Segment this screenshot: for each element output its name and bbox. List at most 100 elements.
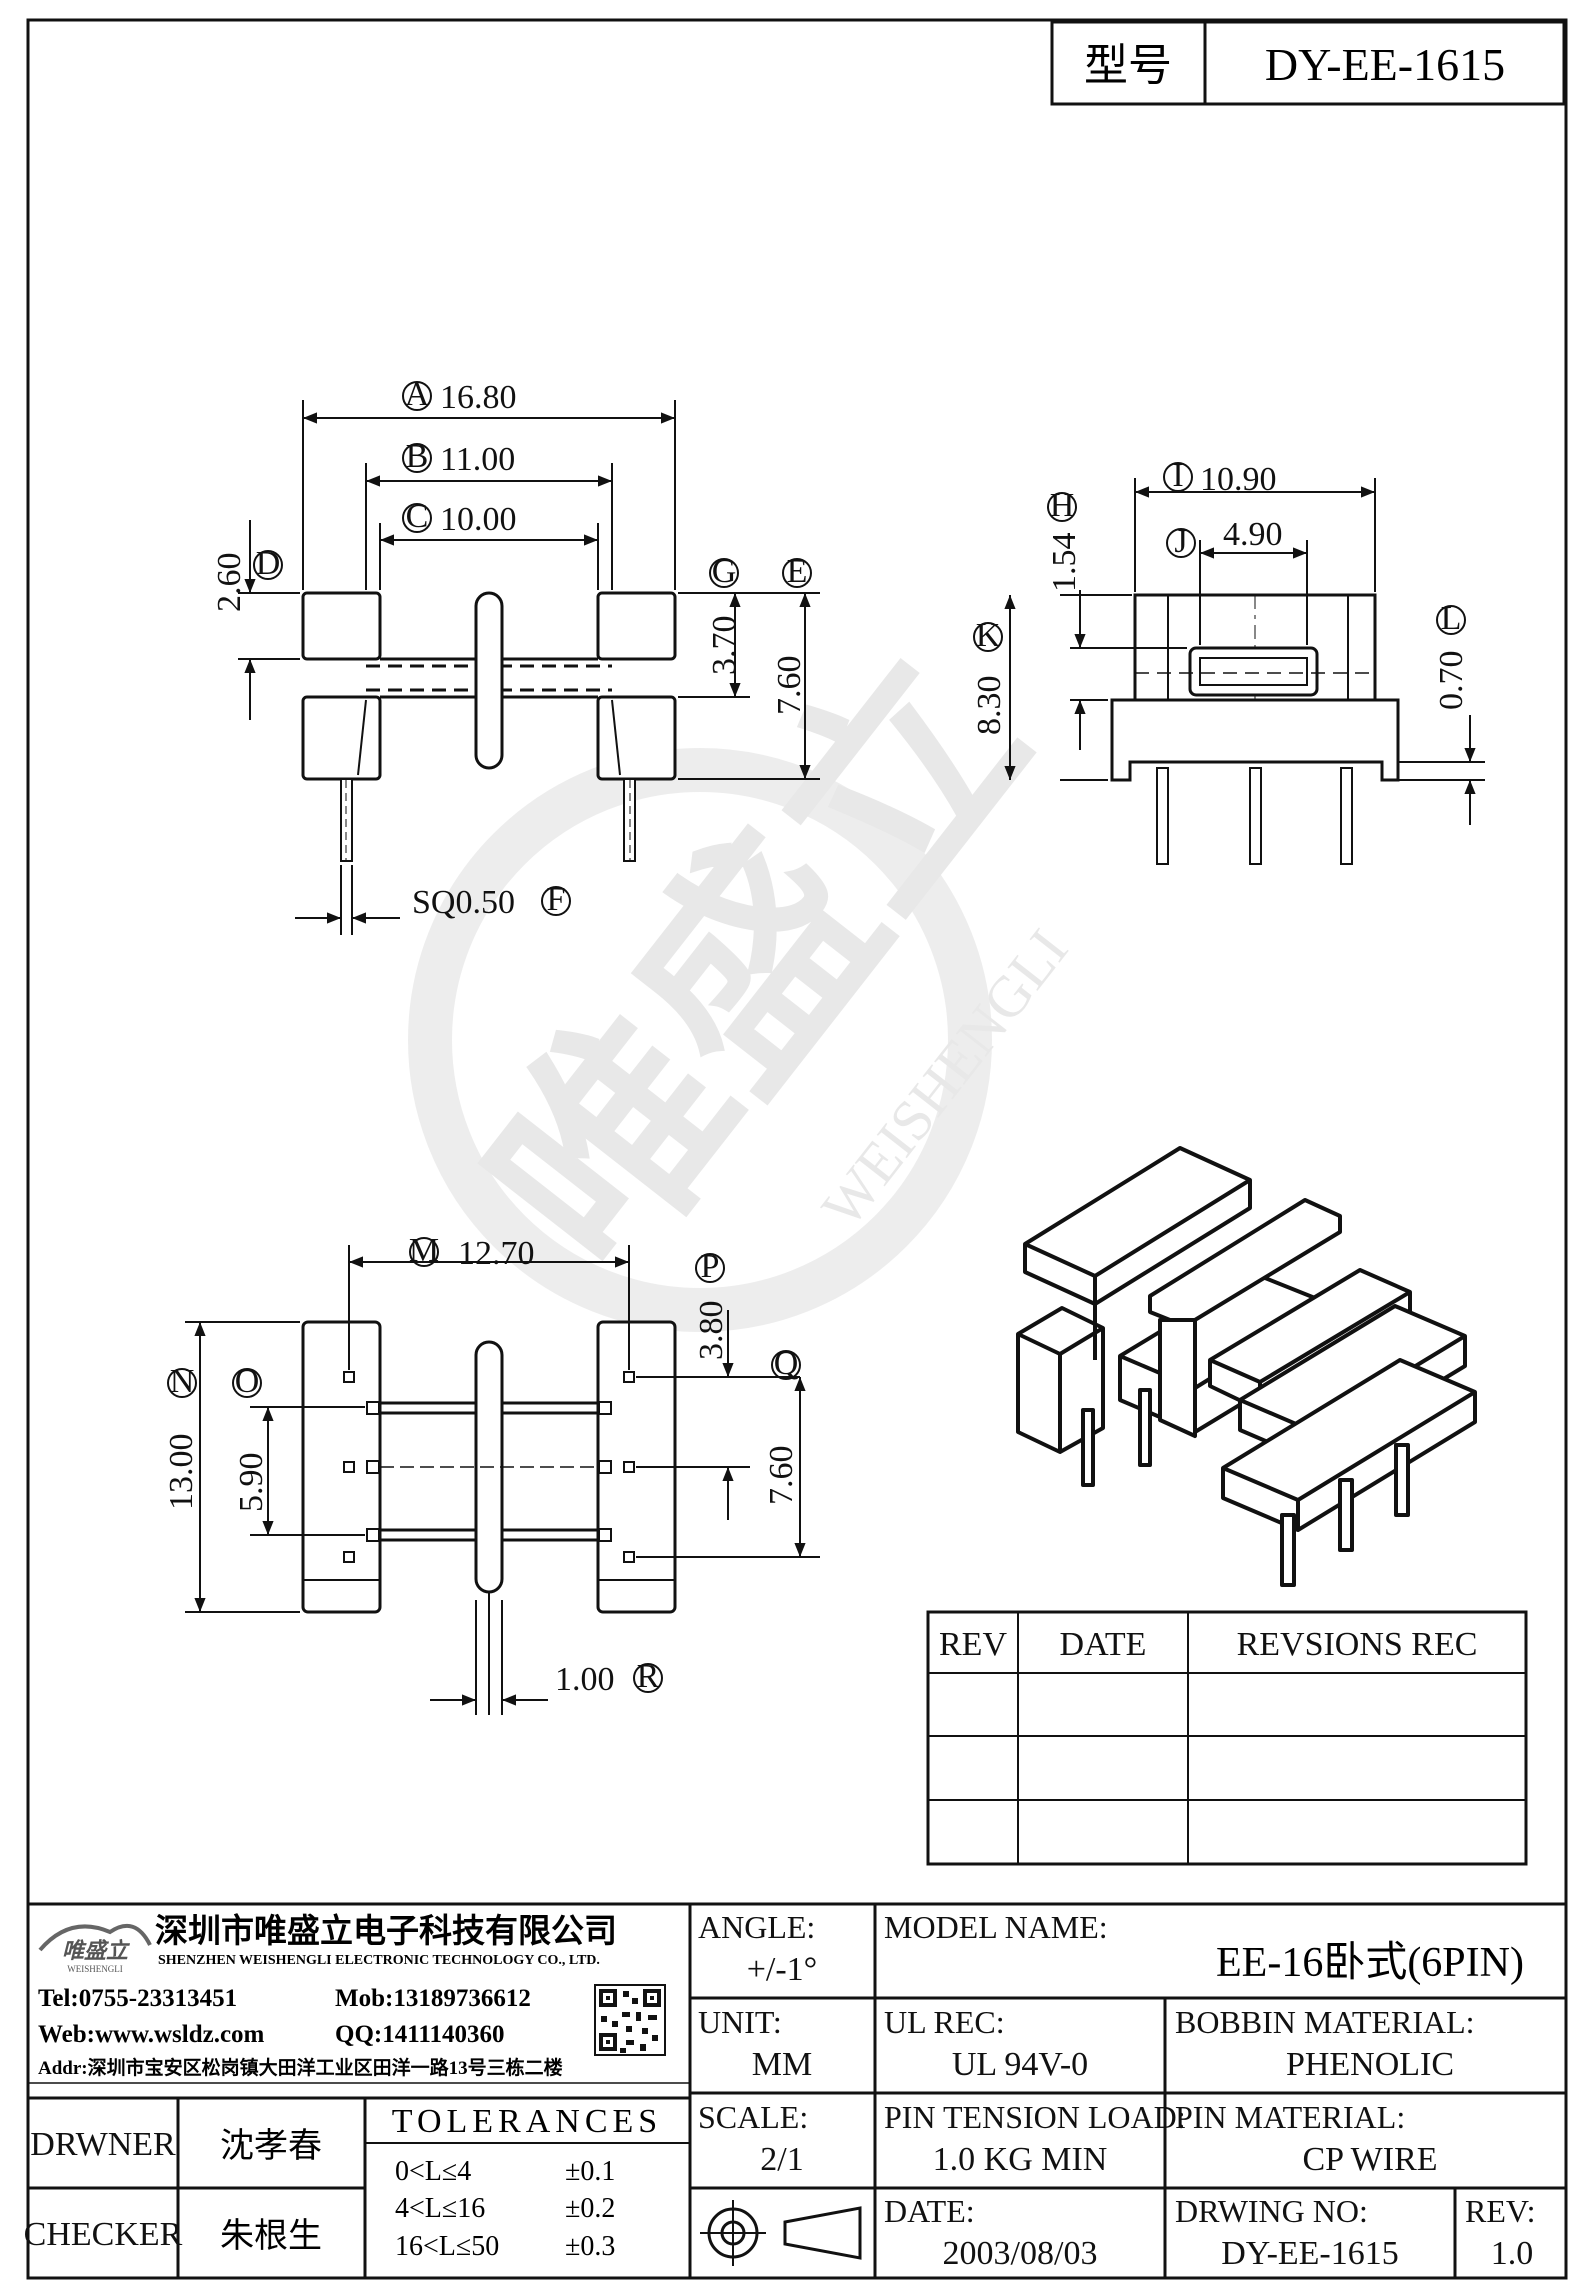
company-tel: Tel:0755-23313451 xyxy=(38,1985,237,2012)
dim-k-value: 8.30 xyxy=(971,676,1008,736)
rev-header-rev: REV xyxy=(939,1626,1007,1663)
tol-range-1: 0<L≤4 xyxy=(395,2156,471,2187)
bobbin-value: PHENOLIC xyxy=(1286,2046,1454,2083)
rev-header-rec: REVSIONS REC xyxy=(1237,1626,1478,1663)
isometric-view xyxy=(1016,1146,1477,1587)
dim-o-value: 5.90 xyxy=(233,1453,270,1513)
dim-l-letter: L xyxy=(1441,600,1462,637)
company-qq: QQ:1411140360 xyxy=(335,2021,504,2048)
sheet-border xyxy=(26,18,1568,2280)
qr-code xyxy=(594,1984,666,2056)
rev-header-date: DATE xyxy=(1060,1626,1147,1663)
angle-unit-scale: ANGLE: +/-1° UNIT: MM SCALE: 2/1 xyxy=(698,1909,862,2266)
dim-b-value: 11.00 xyxy=(440,441,515,478)
projection-symbol xyxy=(700,2200,862,2266)
side-view-dimensions xyxy=(1004,478,1485,825)
model-fields: MODEL NAME: EE-16卧式(6PIN) UL REC: UL 94V… xyxy=(884,1909,1536,2272)
company-name-en: SHENZHEN WEISHENGLI ELECTRONIC TECHNOLOG… xyxy=(158,1953,600,1968)
checker-label: CHECKER xyxy=(24,2216,183,2253)
dim-h-letter: H xyxy=(1050,487,1075,524)
dim-n-letter: N xyxy=(170,1363,195,1400)
bobbin-label: BOBBIN MATERIAL: xyxy=(1175,2004,1475,2040)
dim-b-letter: B xyxy=(406,438,429,475)
dim-c-letter: C xyxy=(406,498,429,535)
company-addr: Addr:深圳市宝安区松岗镇大田洋工业区田洋一路13号三栋二楼 xyxy=(38,2056,563,2079)
pin-tension-value: 1.0 KG MIN xyxy=(933,2141,1108,2178)
company-logo-sub: WEISHENGLI xyxy=(67,1964,123,1974)
pin-material-value: CP WIRE xyxy=(1302,2141,1437,2178)
dim-a-value: 16.80 xyxy=(440,379,517,416)
angle-value: +/-1° xyxy=(747,1951,818,1988)
bottom-view-labels: M 12.70 N 13.00 O 5.90 P 3.80 Q 7.60 1.0… xyxy=(163,1232,801,1698)
ul-value: UL 94V-0 xyxy=(952,2046,1088,2083)
company-block: 唯盛立 WEISHENGLI 深圳市唯盛立电子科技有限公司 SHENZHEN W… xyxy=(38,1912,666,2079)
unit-label: UNIT: xyxy=(698,2004,782,2040)
date-label: DATE: xyxy=(884,2193,975,2229)
side-view xyxy=(1110,593,1400,865)
scale-label: SCALE: xyxy=(698,2099,808,2135)
dim-g-letter: G xyxy=(712,553,737,590)
angle-label: ANGLE: xyxy=(698,1909,815,1945)
front-view xyxy=(301,591,677,862)
drwing-no-value: DY-EE-1615 xyxy=(1221,2235,1399,2272)
dim-o-letter: O xyxy=(235,1363,260,1400)
signoff-block: DRWNER 沈孝春 CHECKER 朱根生 TOLERANCES 0<L≤4 … xyxy=(24,2103,662,2262)
front-view-dimensions xyxy=(238,400,820,935)
dim-m-letter: M xyxy=(409,1232,439,1269)
rev-label: REV: xyxy=(1465,2193,1536,2229)
dim-e-value: 7.60 xyxy=(771,656,808,716)
unit-value: MM xyxy=(752,2046,812,2083)
tol-value-3: ±0.3 xyxy=(565,2231,615,2262)
drwner-value: 沈孝春 xyxy=(220,2127,322,2165)
model-header-label: 型号 xyxy=(1084,41,1172,90)
company-name-cn: 深圳市唯盛立电子科技有限公司 xyxy=(155,1912,617,1950)
company-logo-text: 唯盛立 xyxy=(62,1938,131,1963)
tol-value-2: ±0.2 xyxy=(565,2193,615,2224)
dim-r-value: 1.00 xyxy=(555,1661,615,1698)
tol-range-3: 16<L≤50 xyxy=(395,2231,499,2262)
drwner-label: DRWNER xyxy=(30,2126,176,2163)
tol-range-2: 4<L≤16 xyxy=(395,2193,485,2224)
front-view-labels: A 16.80 B 11.00 C 10.00 2.60 D 3.70 G 7.… xyxy=(211,376,812,921)
dim-q-letter: Q xyxy=(774,1345,799,1382)
model-name-value: EE-16卧式(6PIN) xyxy=(1216,1940,1524,1986)
dim-h-value: 1.54 xyxy=(1046,533,1083,593)
dim-r-letter: R xyxy=(637,1658,660,1695)
dim-p-letter: P xyxy=(701,1248,720,1285)
model-header-box: 型号 DY-EE-1615 xyxy=(1050,20,1566,106)
scale-value: 2/1 xyxy=(760,2141,803,2178)
company-web: Web:www.wsldz.com xyxy=(38,2021,265,2048)
dim-p-value: 3.80 xyxy=(693,1301,730,1361)
dim-a-letter: A xyxy=(405,376,430,413)
tol-value-1: ±0.1 xyxy=(565,2156,615,2187)
bottom-view xyxy=(301,1320,677,1715)
rev-value: 1.0 xyxy=(1491,2235,1534,2272)
dim-d-value: 2.60 xyxy=(211,553,248,613)
dim-l-value: 0.70 xyxy=(1433,651,1470,711)
dim-m-value: 12.70 xyxy=(458,1235,535,1272)
ul-label: UL REC: xyxy=(884,2004,1005,2040)
dim-e-letter: E xyxy=(787,553,808,590)
dim-j-letter: J xyxy=(1174,523,1187,560)
dim-f-value: SQ0.50 xyxy=(412,884,515,921)
dim-q-value: 7.60 xyxy=(763,1446,800,1506)
side-view-labels: I 10.90 J 4.90 H 1.54 K 8.30 L 0.70 xyxy=(971,457,1470,735)
model-name-label: MODEL NAME: xyxy=(884,1909,1108,1945)
pin-tension-label: PIN TENSION LOAD: xyxy=(884,2099,1186,2135)
dim-d-letter: D xyxy=(256,545,281,582)
date-value: 2003/08/03 xyxy=(943,2235,1098,2272)
dim-c-value: 10.00 xyxy=(440,501,517,538)
revision-table xyxy=(926,1610,1528,1866)
dim-j-value: 4.90 xyxy=(1223,516,1283,553)
drwing-no-label: DRWING NO: xyxy=(1175,2193,1368,2229)
title-block-grid xyxy=(28,1902,1566,2278)
pin-material-label: PIN MATERIAL: xyxy=(1175,2099,1405,2135)
dim-n-value: 13.00 xyxy=(163,1434,200,1511)
company-logo: 唯盛立 WEISHENGLI xyxy=(38,1923,152,1974)
dim-f-letter: F xyxy=(547,881,566,918)
tolerances-label: TOLERANCES xyxy=(392,2103,662,2140)
dim-g-value: 3.70 xyxy=(706,616,743,676)
bottom-view-dimensions xyxy=(185,1245,820,1706)
dim-i-letter: I xyxy=(1172,457,1183,494)
